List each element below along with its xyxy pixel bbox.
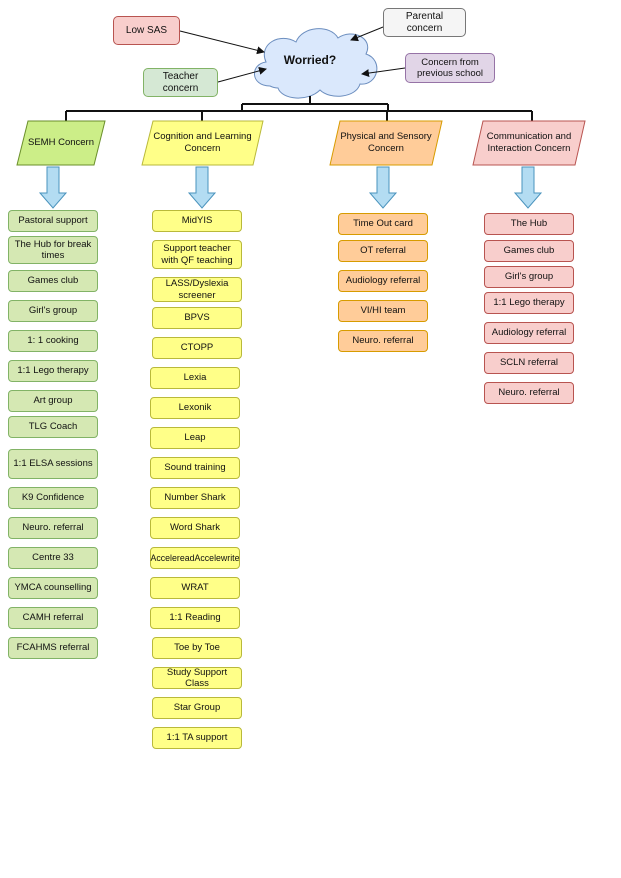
cognition-item: CTOPP [152,337,242,359]
cognition-item: BPVS [152,307,242,329]
semh-item: YMCA counselling [8,577,98,599]
physical-item: Audiology referral [338,270,428,292]
physical-down-arrow [368,166,398,209]
semh-item: The Hub for break times [8,236,98,264]
cognition-item: Lexia [150,367,240,389]
communication-item: Games club [484,240,574,262]
cognition-header: Cognition and Learning Concern [153,131,252,154]
semh-down-arrow [38,166,68,209]
semh-item: Games club [8,270,98,292]
physical-item: VI/HI team [338,300,428,322]
semh-item: Girl's group [8,300,98,322]
semh-item: Pastoral support [8,210,98,232]
cognition-item: Toe by Toe [152,637,242,659]
cognition-item: LASS/Dyslexia screener [152,277,242,302]
semh-header: SEMH Concern [28,137,94,149]
teacher-concern-label: Teacher concern [162,70,199,94]
cognition-item: 1:1 TA support [152,727,242,749]
cognition-item: Leap [150,427,240,449]
cognition-item: AccelereadAccelewrite [150,547,240,569]
communication-item: Neuro. referral [484,382,574,404]
cognition-item: Lexonik [150,397,240,419]
communication-down-arrow [513,166,543,209]
semh-item: Centre 33 [8,547,98,569]
semh-item: 1:1 Lego therapy [8,360,98,382]
semh-item: K9 Confidence [8,487,98,509]
cognition-item: Star Group [152,697,242,719]
semh-item: CAMH referral [8,607,98,629]
communication-item: Girl's group [484,266,574,288]
arrow-low-sas [179,30,265,55]
physical-header-shape [329,120,443,166]
communication-item: 1:1 Lego therapy [484,292,574,314]
low-sas-note: Low SAS [113,16,180,45]
worried-cloud [254,28,378,99]
cognition-header-shape [141,120,264,166]
arrow-parental [350,26,384,42]
communication-item: The Hub [484,213,574,235]
cognition-item: MidYIS [152,210,242,232]
semh-item: FCAHMS referral [8,637,98,659]
physical-item: OT referral [338,240,428,262]
previous-school-label: Concern from previous school [416,56,483,79]
cognition-down-arrow [187,166,217,209]
communication-item: Audiology referral [484,322,574,344]
parental-concern-note: Parental concern [383,8,466,37]
cognition-item: Number Shark [150,487,240,509]
low-sas-label: Low SAS [125,24,168,36]
parental-concern-label: Parental concern [405,10,444,34]
worried-label: Worried? [283,53,337,67]
semh-item: TLG Coach [8,416,98,438]
semh-item: 1:1 ELSA sessions [8,449,98,479]
previous-school-note: Concern from previous school [405,53,495,83]
cognition-item: Sound training [150,457,240,479]
teacher-concern-note: Teacher concern [143,68,218,97]
physical-item: Neuro. referral [338,330,428,352]
semh-item: Art group [8,390,98,412]
cognition-item: Support teacher with QF teaching [152,240,242,269]
communication-header-shape [472,120,586,166]
semh-item: Neuro. referral [8,517,98,539]
cognition-item: 1:1 Reading [150,607,240,629]
arrow-teacher [217,66,267,83]
arrow-school [361,67,406,77]
communication-header: Communication and Interaction Concern [486,131,572,154]
semh-header-shape [16,120,106,166]
communication-item: SCLN referral [484,352,574,374]
tree-connector [65,96,533,121]
cognition-item: WRAT [150,577,240,599]
physical-header: Physical and Sensory Concern [340,131,432,154]
semh-item: 1: 1 cooking [8,330,98,352]
cognition-item: Study Support Class [152,667,242,689]
physical-item: Time Out card [338,213,428,235]
cognition-item: Word Shark [150,517,240,539]
